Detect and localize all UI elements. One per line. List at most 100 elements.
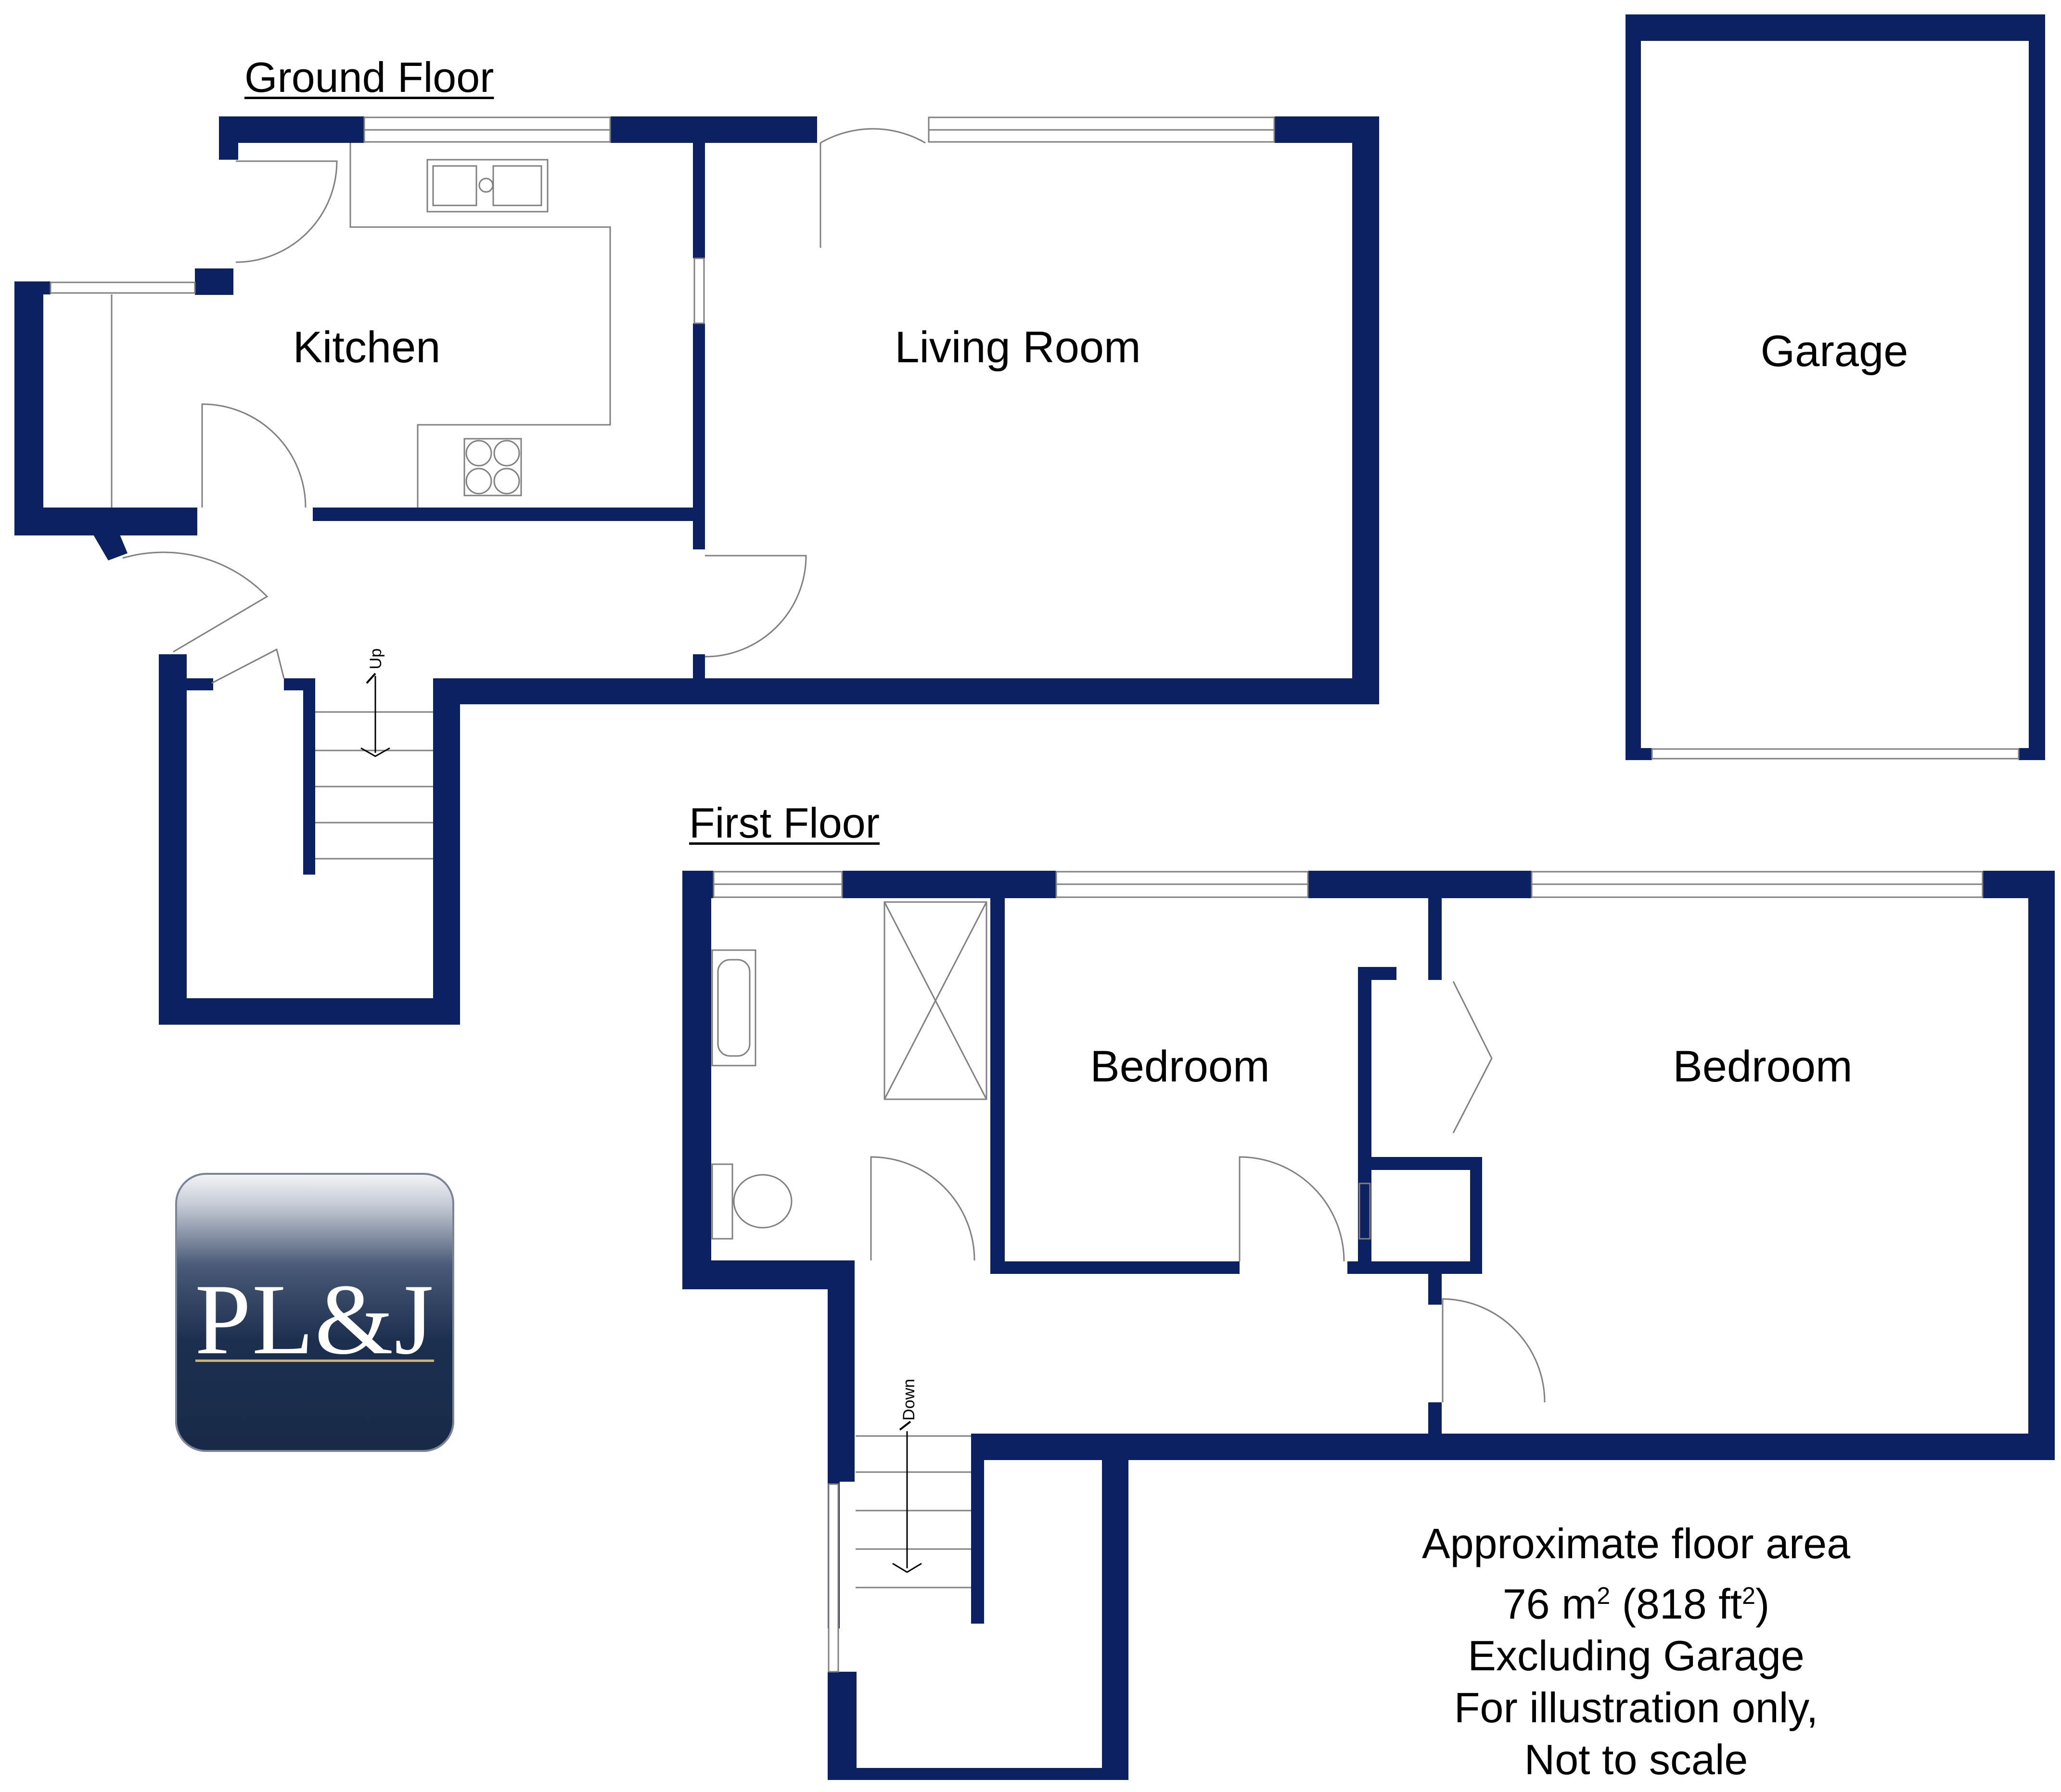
area-metric-sup: 2 bbox=[1597, 1582, 1611, 1609]
wall bbox=[313, 508, 695, 521]
wall bbox=[971, 1434, 2055, 1460]
wall bbox=[14, 281, 51, 294]
wall bbox=[1470, 1157, 1482, 1272]
wall bbox=[1358, 1157, 1482, 1170]
stairs-up-label: Up bbox=[367, 648, 385, 670]
wall bbox=[187, 678, 213, 690]
first-floor-stairs bbox=[856, 1421, 971, 1589]
wall bbox=[990, 1261, 1240, 1274]
logo-rule bbox=[195, 1360, 434, 1362]
area-metric: 76 m bbox=[1502, 1580, 1597, 1628]
basin bbox=[711, 949, 756, 1067]
door-swing bbox=[870, 1156, 975, 1261]
wall bbox=[842, 871, 1056, 898]
wall bbox=[693, 323, 705, 549]
garage-door bbox=[1651, 748, 2020, 760]
wall bbox=[693, 143, 705, 258]
area-note: Approximate floor area 76 m2 (818 ft2) E… bbox=[1415, 1518, 1857, 1786]
wall bbox=[1626, 14, 2035, 41]
sink-bowl bbox=[432, 165, 477, 206]
hob bbox=[463, 438, 522, 496]
door-swing bbox=[704, 555, 807, 658]
area-note-line-2: 76 m2 (818 ft2) bbox=[1415, 1570, 1857, 1630]
wall bbox=[1428, 1402, 1442, 1434]
tap bbox=[478, 178, 494, 193]
wall bbox=[284, 678, 315, 690]
area-imperial-sup: 2 bbox=[1742, 1582, 1755, 1609]
window bbox=[828, 1483, 839, 1673]
wall bbox=[1352, 116, 1379, 704]
counter-outline bbox=[349, 143, 611, 508]
area-note-line-5: Not to scale bbox=[1524, 1736, 1748, 1784]
wall bbox=[610, 116, 817, 143]
first-floor-windows bbox=[713, 871, 1984, 1673]
door-swing bbox=[201, 403, 307, 508]
area-note-line-4: For illustration only, bbox=[1454, 1684, 1818, 1732]
wall bbox=[219, 116, 238, 160]
wall bbox=[433, 678, 460, 1025]
door-swing bbox=[1442, 1298, 1546, 1403]
ground-floor-stairs bbox=[315, 673, 433, 860]
kitchen-fixtures bbox=[111, 143, 611, 508]
stairs-down-label: Down bbox=[899, 1379, 918, 1421]
area-imperial: (818 ft bbox=[1622, 1580, 1742, 1628]
room-label-kitchen: Kitchen bbox=[293, 323, 441, 372]
wall bbox=[2029, 14, 2045, 760]
wall bbox=[1428, 1270, 1442, 1305]
wall bbox=[1358, 967, 1371, 1271]
wall bbox=[828, 1768, 1128, 1780]
door-swing bbox=[1239, 1156, 1345, 1262]
ground-floor-windows bbox=[50, 116, 1275, 324]
logo-text: PL&J bbox=[194, 1264, 435, 1375]
wall bbox=[682, 1260, 835, 1289]
wall bbox=[433, 678, 1379, 704]
toilet bbox=[711, 1163, 733, 1240]
wall bbox=[159, 998, 460, 1025]
wall bbox=[828, 1672, 857, 1780]
wall bbox=[1428, 898, 1442, 980]
room-label-garage: Garage bbox=[1760, 327, 1908, 376]
ground-floor-doors bbox=[122, 128, 926, 684]
wall bbox=[219, 116, 364, 143]
window bbox=[50, 281, 196, 294]
door-swing bbox=[211, 648, 285, 684]
wall bbox=[195, 268, 233, 295]
area-note-line-1: Approximate floor area bbox=[1421, 1520, 1851, 1567]
wall bbox=[1102, 1434, 1128, 1780]
shower-tray bbox=[883, 901, 987, 1100]
cupboard-door bbox=[1358, 1182, 1371, 1240]
wall bbox=[682, 871, 711, 1289]
ground-floor-walls bbox=[14, 116, 1379, 1025]
wall bbox=[303, 678, 315, 875]
wall bbox=[990, 898, 1005, 1261]
wall bbox=[1308, 871, 1532, 898]
agency-logo: PL&J bbox=[175, 1173, 454, 1452]
wall bbox=[828, 1260, 855, 1482]
wall bbox=[971, 1434, 984, 1624]
room-label-bedroom-1: Bedroom bbox=[1090, 1042, 1270, 1091]
garage-walls bbox=[1626, 14, 2045, 760]
wall bbox=[159, 654, 187, 1025]
sink bbox=[426, 159, 549, 213]
sink-bowl bbox=[492, 165, 542, 206]
wall bbox=[2019, 748, 2045, 760]
wall bbox=[91, 524, 128, 560]
bathroom-fixtures bbox=[711, 901, 987, 1240]
wall bbox=[693, 654, 705, 678]
ground-floor-title: Ground Floor bbox=[244, 53, 494, 101]
first-floor-doors bbox=[870, 981, 1546, 1403]
wall bbox=[2028, 871, 2055, 1460]
door-swing bbox=[235, 160, 338, 263]
door-swing bbox=[122, 551, 269, 653]
wall bbox=[1626, 748, 1652, 760]
wardrobe-door bbox=[1452, 981, 1493, 1133]
room-label-bedroom-2: Bedroom bbox=[1673, 1042, 1853, 1091]
wall bbox=[1626, 14, 1641, 760]
room-label-living-room: Living Room bbox=[895, 323, 1141, 372]
wall bbox=[14, 281, 43, 535]
area-imperial-close: ) bbox=[1755, 1580, 1770, 1628]
area-note-line-3: Excluding Garage bbox=[1468, 1632, 1805, 1680]
door-swing bbox=[819, 128, 926, 248]
first-floor-title: First Floor bbox=[689, 799, 880, 847]
